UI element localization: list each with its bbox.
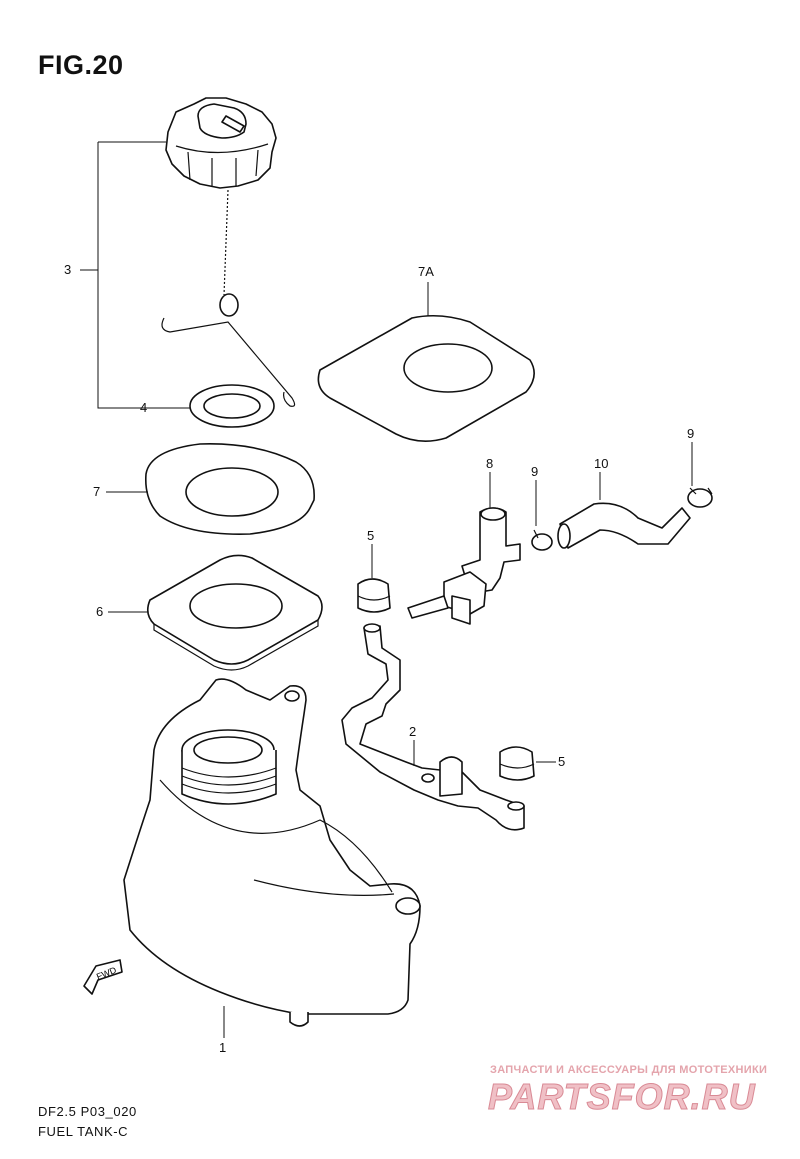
callout-9-right: 9 [687,426,695,441]
watermark-brand: PARTSFOR.RU [488,1076,756,1118]
fuel-tank-part [123,678,421,1027]
footer-section-name: FUEL TANK-C [38,1124,129,1139]
mounting-plate-part [146,554,323,671]
fuel-cock-part [407,507,521,625]
callout-6: 6 [96,604,104,619]
callout-4: 4 [140,400,148,415]
callout-5-lower: 5 [558,754,566,769]
callout-10: 10 [594,456,609,471]
tank-bracket-part [341,623,525,831]
strainer-gasket-part [144,443,315,535]
watermark-tagline: ЗАПЧАСТИ И АКСЕССУАРЫ ДЛЯ МОТОТЕХНИКИ [490,1064,768,1076]
leader-line-3 [80,141,190,409]
callout-7a: 7A [418,264,434,279]
callout-7: 7 [93,484,101,499]
callout-3: 3 [64,262,72,277]
plate-gasket-7a-part [317,314,535,442]
cap-gasket-part [189,384,275,428]
hose-clip-left-part [531,529,553,551]
fuel-hose-part [557,502,691,549]
callout-9-left: 9 [531,464,539,479]
callout-8: 8 [486,456,494,471]
footer-model-code: DF2.5 P03_020 [38,1104,137,1119]
hose-clip-right-part [687,487,713,508]
fuel-cap-part [161,97,296,407]
callout-2: 2 [409,724,417,739]
grommet-upper-part [357,578,391,613]
figure-title: FIG.20 [38,50,124,80]
callout-1: 1 [219,1040,227,1055]
grommet-lower-part [499,746,535,781]
callout-5-upper: 5 [367,528,375,543]
fwd-arrow-icon: FWD [83,959,123,995]
